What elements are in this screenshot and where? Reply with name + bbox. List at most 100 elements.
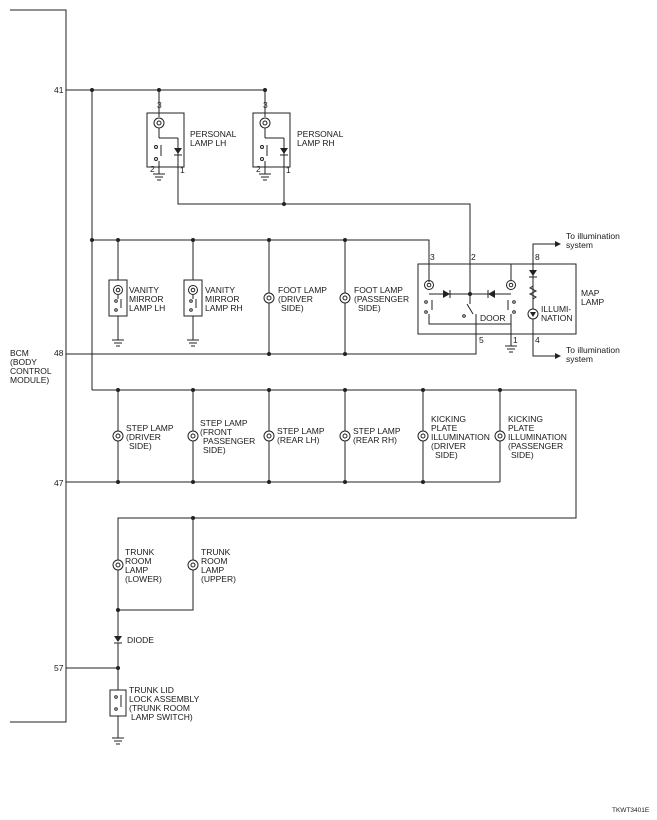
wires	[66, 89, 577, 738]
kick-driver-label-5: SIDE)	[435, 450, 458, 460]
kick-passenger-label-2: PLATE	[508, 423, 535, 433]
step-lamp-driver: STEP LAMP (DRIVER SIDE)	[112, 423, 174, 451]
trunk-room-lamp-upper: TRUNK ROOM LAMP (UPPER)	[187, 547, 236, 584]
foot-passenger-label-2: (PASSENGER	[354, 294, 409, 304]
bulb-icon	[506, 280, 516, 290]
step-rrh-label-1: STEP LAMP	[353, 426, 401, 436]
bulb-icon	[424, 280, 434, 290]
step-driver-label-3: SIDE)	[129, 441, 152, 451]
diode-icon	[529, 270, 537, 276]
bcm-pin-57: 57	[54, 663, 64, 673]
diode-icon	[488, 290, 495, 298]
diode: DIODE	[114, 635, 154, 645]
trunk-lower-label-1: TRUNK	[125, 547, 155, 557]
trunk-lid-label-1: TRUNK LID	[129, 685, 174, 695]
map-lamp-label-1: MAP	[581, 288, 600, 298]
step-lamp-rear-rh: STEP LAMP (REAR RH)	[339, 426, 401, 445]
kick-driver-label-1: KICKING	[431, 414, 466, 424]
kick-passenger-label-5: SIDE)	[511, 450, 534, 460]
arrow-right-icon	[555, 353, 561, 359]
foot-driver-label-3: SIDE)	[281, 303, 304, 313]
step-rlh-label-1: STEP LAMP	[277, 426, 325, 436]
illumination-label-2: NATION	[541, 313, 572, 323]
kick-driver-label-4: (DRIVER	[431, 441, 466, 451]
trunk-lid-label-4: LAMP SWITCH)	[131, 712, 193, 722]
bcm-pin-48: 48	[54, 348, 64, 358]
pin-label: 1	[513, 335, 518, 345]
step-lamp-front-passenger: STEP LAMP (FRONT PASSENGER SIDE)	[187, 418, 255, 455]
bulb-icon	[187, 430, 199, 442]
trunk-upper-label-4: (UPPER)	[201, 574, 236, 584]
switch-icon	[424, 300, 428, 304]
illumination-label-1: ILLUMI-	[541, 304, 571, 314]
kicking-plate-driver: KICKING PLATE ILLUMINATION (DRIVER SIDE)	[417, 414, 490, 460]
bulb-icon	[112, 559, 124, 571]
kick-driver-label-3: ILLUMINATION	[431, 432, 490, 442]
switch-icon	[114, 299, 118, 303]
diode-label: DIODE	[127, 635, 154, 645]
pin-label: 2	[150, 164, 155, 174]
bulb-icon	[417, 430, 429, 442]
switch-icon	[189, 299, 193, 303]
step-rrh-label-2: (REAR RH)	[353, 435, 397, 445]
personal-lamp-rh-label-1: PERSONAL	[297, 129, 344, 139]
step-fp-label-3: PASSENGER	[203, 436, 255, 446]
kick-passenger-label-3: ILLUMINATION	[508, 432, 567, 442]
personal-lamp-lh-label-1: PERSONAL	[190, 129, 237, 139]
foot-driver-label-2: (DRIVER	[278, 294, 313, 304]
pin-label: 5	[479, 335, 484, 345]
diode-icon	[443, 290, 450, 298]
trunk-lower-label-3: LAMP	[125, 565, 148, 575]
diode-icon	[114, 636, 122, 642]
bulb-icon	[263, 292, 275, 304]
bcm-pin-47: 47	[54, 478, 64, 488]
to-illumination-top-1: To illumination	[566, 231, 620, 241]
pin-label: 4	[535, 335, 540, 345]
switch-icon	[512, 300, 516, 304]
trunk-upper-label-1: TRUNK	[201, 547, 231, 557]
pin-label: 3	[157, 100, 162, 110]
to-illumination-bottom-1: To illumination	[566, 345, 620, 355]
foot-passenger-label-1: FOOT LAMP	[354, 285, 403, 295]
bcm-label-1: BCM	[10, 348, 29, 358]
trunk-room-lamp-lower: TRUNK ROOM LAMP (LOWER)	[112, 547, 162, 584]
step-rlh-label-2: (REAR LH)	[277, 435, 320, 445]
resistor-icon	[528, 285, 538, 300]
kick-passenger-label-1: KICKING	[508, 414, 543, 424]
map-lamp: 3 2 8 5 1 4 DOOR ILLUMI- NATION MAP LAMP…	[417, 231, 620, 364]
switch-icon	[260, 145, 264, 149]
diode-icon	[280, 148, 288, 154]
kick-driver-label-2: PLATE	[431, 423, 458, 433]
pin-label: 2	[471, 252, 476, 262]
foot-passenger-label-3: SIDE)	[358, 303, 381, 313]
vanity-rh-label-1: VANITY	[205, 285, 235, 295]
vanity-rh-label-2: MIRROR	[205, 294, 239, 304]
bulb-icon	[187, 559, 199, 571]
pin-label: 3	[430, 252, 435, 262]
step-fp-label-1: STEP LAMP	[200, 418, 248, 428]
bcm-module: BCM (BODY CONTROL MODULE) 41 48 47 57	[10, 9, 67, 723]
bulb-icon	[494, 430, 506, 442]
pin-label: 3	[263, 100, 268, 110]
trunk-lid-lock-assembly: TRUNK LID LOCK ASSEMBLY (TRUNK ROOM LAMP…	[109, 685, 200, 745]
trunk-upper-label-2: ROOM	[201, 556, 227, 566]
map-lamp-label-2: LAMP	[581, 297, 604, 307]
trunk-lid-label-3: (TRUNK ROOM	[129, 703, 190, 713]
bulb-icon	[113, 285, 123, 295]
trunk-upper-label-3: LAMP	[201, 565, 224, 575]
to-illumination-top-2: system	[566, 240, 593, 250]
trunk-lid-label-2: LOCK ASSEMBLY	[129, 694, 200, 704]
kicking-plate-passenger: KICKING PLATE ILLUMINATION (PASSENGER SI…	[494, 414, 567, 460]
switch-icon	[114, 695, 118, 699]
step-fp-label-2: (FRONT	[200, 427, 232, 437]
figure-code: TKWT3401E	[612, 807, 650, 814]
door-switch-icon	[466, 303, 474, 315]
personal-lamp-rh-label-2: LAMP RH	[297, 138, 335, 148]
personal-lamp-rh: 3 2 1 PERSONAL LAMP RH	[252, 100, 344, 181]
bcm-label-2: (BODY	[10, 357, 37, 367]
bulb-icon	[339, 430, 351, 442]
bulb-icon	[339, 292, 351, 304]
step-driver-label-2: (DRIVER	[126, 432, 161, 442]
vanity-lh-label-1: VANITY	[129, 285, 159, 295]
